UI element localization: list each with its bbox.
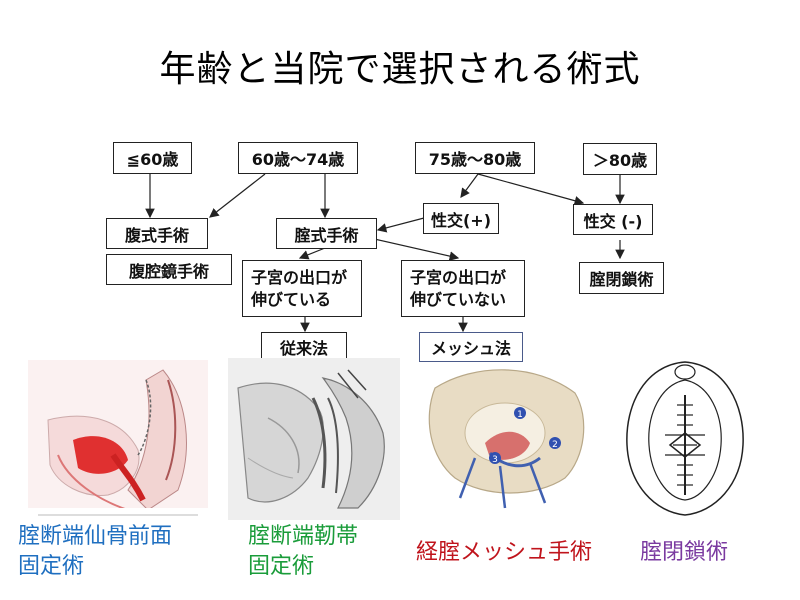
mesh-method-box: メッシュ法 [419, 332, 523, 362]
colpocleisis-caption: 腟閉鎖術 [640, 540, 729, 565]
arrow-75-80-to-sex-yes [460, 173, 479, 198]
sex-negative-box: 性交 (-) [573, 204, 653, 235]
vaginal-surgery-box: 腟式手術 [276, 218, 377, 249]
mesh-arm-2-label: 2 [552, 440, 558, 450]
conventional-method-box: 従来法 [261, 332, 347, 362]
age-75-80-box: 75歳～80歳 [415, 142, 535, 174]
age-60-74-box: 60歳～74歳 [238, 142, 358, 174]
arrow-60-74-to-abdominal [209, 173, 266, 218]
ligament-fixation-illustration [228, 358, 400, 520]
laparoscopic-surgery-box: 腹腔鏡手術 [106, 254, 232, 285]
colpocleisis-box: 腟閉鎖術 [579, 262, 664, 294]
arrow-sex-yes-to-vaginal [376, 217, 425, 233]
age-le60-box: ≦60歳 [113, 142, 192, 174]
sacrocolpopexy-caption: 腟断端仙骨前面 固定術 [18, 524, 173, 579]
colpocleisis-illustration [626, 361, 744, 516]
ligament-fixation-caption: 腟断端靭帯 固定術 [248, 524, 359, 579]
uterus-not-extended-box: 子宮の出口が 伸びていない [401, 260, 525, 317]
sacrocolpopexy-illustration [28, 360, 208, 520]
page-title: 年齢と当院で選択される術式 [159, 49, 641, 90]
age-gt80-box: ＞80歳 [583, 143, 657, 175]
sex-positive-box: 性交(+) [423, 203, 499, 234]
abdominal-surgery-box: 腹式手術 [106, 218, 208, 249]
transvaginal-mesh-illustration: 1 2 3 [428, 369, 585, 509]
arrow-75-80-to-sex-no [477, 173, 585, 206]
uterus-extended-box: 子宮の出口が 伸びている [242, 260, 362, 317]
arrow-vaginal-to-not-extended [369, 237, 460, 261]
arrow-vaginal-to-extended [298, 247, 326, 260]
mesh-arm-3-label: 3 [492, 455, 498, 465]
mesh-arm-1-label: 1 [517, 410, 523, 420]
transvaginal-mesh-caption: 経腟メッシュ手術 [416, 540, 593, 565]
